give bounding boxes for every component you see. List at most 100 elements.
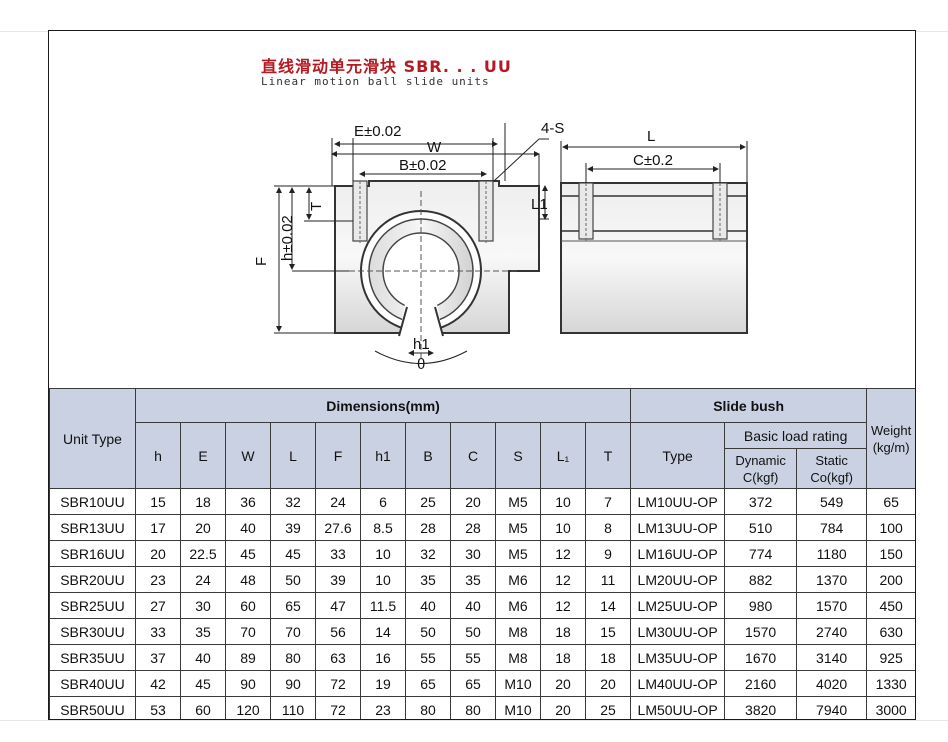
table-cell: M5 bbox=[495, 488, 541, 515]
table-cell: SBR25UU bbox=[49, 592, 136, 619]
table-cell: 27 bbox=[135, 592, 181, 619]
table-cell: M6 bbox=[495, 592, 541, 619]
table-cell: 11.5 bbox=[360, 592, 406, 619]
table-cell: 48 bbox=[225, 566, 271, 593]
table-cell: 7 bbox=[584, 488, 632, 515]
table-cell: 14 bbox=[584, 592, 632, 619]
table-cell: 24 bbox=[315, 488, 361, 515]
label-f: F bbox=[253, 257, 270, 266]
header-dimensions: Dimensions(mm) bbox=[134, 388, 632, 423]
table-cell: 20 bbox=[540, 696, 586, 719]
table-cell: 1180 bbox=[796, 540, 868, 567]
table-cell: 25 bbox=[584, 696, 632, 719]
title-chinese: 直线滑动单元滑块 SBR. . . UU bbox=[261, 57, 512, 76]
table-cell: 1370 bbox=[796, 566, 868, 593]
table-cell: 80 bbox=[450, 696, 496, 719]
table-cell: 7940 bbox=[796, 696, 868, 719]
table-cell: 65 bbox=[866, 488, 915, 515]
table-cell: LM40UU-OP bbox=[630, 670, 726, 697]
header-basic-load-rating: Basic load rating bbox=[724, 422, 868, 449]
label-h-tol: h±0.02 bbox=[279, 215, 296, 261]
table-cell: 10 bbox=[540, 514, 586, 541]
table-cell: 39 bbox=[270, 514, 316, 541]
table-cell: 15 bbox=[584, 618, 632, 645]
table-cell: 549 bbox=[796, 488, 868, 515]
table-cell: 56 bbox=[315, 618, 361, 645]
label-t: T bbox=[308, 202, 325, 211]
table-cell: 55 bbox=[450, 644, 496, 671]
label-theta: θ bbox=[417, 356, 425, 373]
table-cell: 63 bbox=[315, 644, 361, 671]
table-cell: 40 bbox=[405, 592, 451, 619]
label-l1: L1 bbox=[531, 196, 548, 213]
table-cell: M10 bbox=[495, 696, 541, 719]
header-l1: L₁ bbox=[540, 422, 586, 489]
bottom-divider bbox=[0, 720, 948, 721]
table-cell: 11 bbox=[584, 566, 632, 593]
table-cell: 40 bbox=[180, 644, 226, 671]
table-cell: 1670 bbox=[724, 644, 798, 671]
table-cell: 70 bbox=[225, 618, 271, 645]
spec-table: Unit Type Dimensions(mm) Slide bush Weig… bbox=[49, 388, 915, 719]
table-cell: 80 bbox=[405, 696, 451, 719]
table-cell: LM30UU-OP bbox=[630, 618, 726, 645]
header-e: E bbox=[180, 422, 226, 489]
table-cell: M6 bbox=[495, 566, 541, 593]
technical-drawing: 直线滑动单元滑块 SBR. . . UU Linear motion ball … bbox=[49, 31, 915, 389]
table-cell: 14 bbox=[360, 618, 406, 645]
table-cell: 100 bbox=[866, 514, 915, 541]
table-cell: 22.5 bbox=[180, 540, 226, 567]
drawing-labels: E±0.02 W B±0.02 4-S L1 T h±0.02 F h1 θ L… bbox=[253, 120, 673, 373]
header-l: L bbox=[270, 422, 316, 489]
table-cell: 15 bbox=[135, 488, 181, 515]
table-cell: 36 bbox=[225, 488, 271, 515]
table-cell: 200 bbox=[866, 566, 915, 593]
table-cell: 40 bbox=[450, 592, 496, 619]
table-cell: 20 bbox=[450, 488, 496, 515]
header-f: F bbox=[315, 422, 361, 489]
table-cell: LM50UU-OP bbox=[630, 696, 726, 719]
table-cell: M5 bbox=[495, 540, 541, 567]
header-type: Type bbox=[630, 422, 726, 489]
header-c: C bbox=[450, 422, 496, 489]
table-cell: 65 bbox=[405, 670, 451, 697]
table-cell: 18 bbox=[180, 488, 226, 515]
table-cell: M8 bbox=[495, 644, 541, 671]
table-cell: 20 bbox=[135, 540, 181, 567]
table-cell: 925 bbox=[866, 644, 915, 671]
table-cell: 45 bbox=[270, 540, 316, 567]
table-cell: 372 bbox=[724, 488, 798, 515]
table-cell: 53 bbox=[135, 696, 181, 719]
front-view bbox=[334, 180, 540, 361]
table-cell: LM35UU-OP bbox=[630, 644, 726, 671]
table-cell: 28 bbox=[405, 514, 451, 541]
table-cell: 45 bbox=[225, 540, 271, 567]
table-cell: LM25UU-OP bbox=[630, 592, 726, 619]
table-cell: 2740 bbox=[796, 618, 868, 645]
table-cell: 10 bbox=[360, 566, 406, 593]
table-cell: 35 bbox=[450, 566, 496, 593]
label-c-tol: C±0.2 bbox=[633, 152, 673, 169]
header-t: T bbox=[584, 422, 632, 489]
table-cell: 23 bbox=[360, 696, 406, 719]
header-s: S bbox=[495, 422, 541, 489]
table-cell: LM13UU-OP bbox=[630, 514, 726, 541]
table-cell: 10 bbox=[360, 540, 406, 567]
table-cell: 3820 bbox=[724, 696, 798, 719]
table-cell: 120 bbox=[225, 696, 271, 719]
table-cell: 33 bbox=[135, 618, 181, 645]
table-cell: 27.6 bbox=[315, 514, 361, 541]
header-h1: h1 bbox=[360, 422, 406, 489]
table-cell: 17 bbox=[135, 514, 181, 541]
table-cell: 55 bbox=[405, 644, 451, 671]
table-cell: 80 bbox=[270, 644, 316, 671]
table-cell: 6 bbox=[360, 488, 406, 515]
